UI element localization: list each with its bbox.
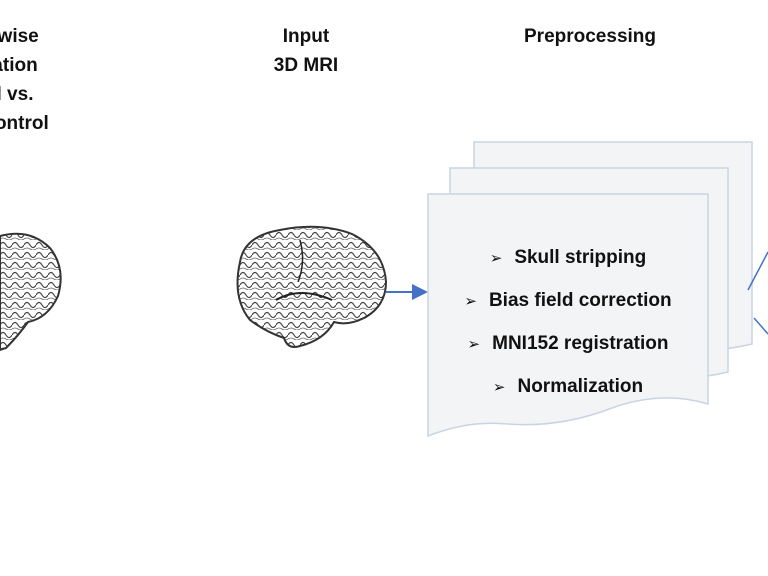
bullet-icon: ➢	[492, 378, 506, 396]
step-label: MNI152 registration	[492, 332, 669, 354]
step-bias-field-correction: ➢ Bias field correction	[432, 279, 704, 322]
bullet-icon: ➢	[464, 292, 477, 310]
preprocessing-steps: ➢ Skull stripping ➢ Bias field correctio…	[432, 236, 704, 408]
preprocessing-title: Preprocessing	[524, 26, 656, 47]
classification-label-line-2: ation	[0, 55, 38, 76]
input-label-line-1: Input	[282, 26, 330, 47]
step-normalization: ➢ Normalization	[432, 365, 704, 408]
step-label: Skull stripping	[514, 246, 647, 268]
classification-label: -wise ation l vs. Control	[0, 22, 90, 138]
classification-label-line-3: l vs.	[0, 84, 34, 105]
step-label: Normalization	[517, 375, 644, 397]
output-arrows	[747, 251, 768, 335]
output-brain-image	[0, 232, 62, 352]
input-brain-image	[236, 225, 388, 348]
card-front	[427, 193, 709, 438]
preprocessing-card-stack	[427, 141, 753, 438]
classification-label-line-1: -wise	[0, 26, 39, 47]
input-label: Input 3D MRI	[236, 22, 376, 80]
bullet-icon: ➢	[467, 335, 481, 353]
step-mni152-registration: ➢ MNI152 registration	[432, 322, 704, 365]
step-label: Bias field correction	[488, 289, 672, 311]
classification-label-line-4: Control	[0, 113, 49, 134]
input-label-line-2: 3D MRI	[273, 55, 339, 76]
bullet-icon: ➢	[489, 249, 503, 267]
step-skull-stripping: ➢ Skull stripping	[432, 236, 704, 279]
